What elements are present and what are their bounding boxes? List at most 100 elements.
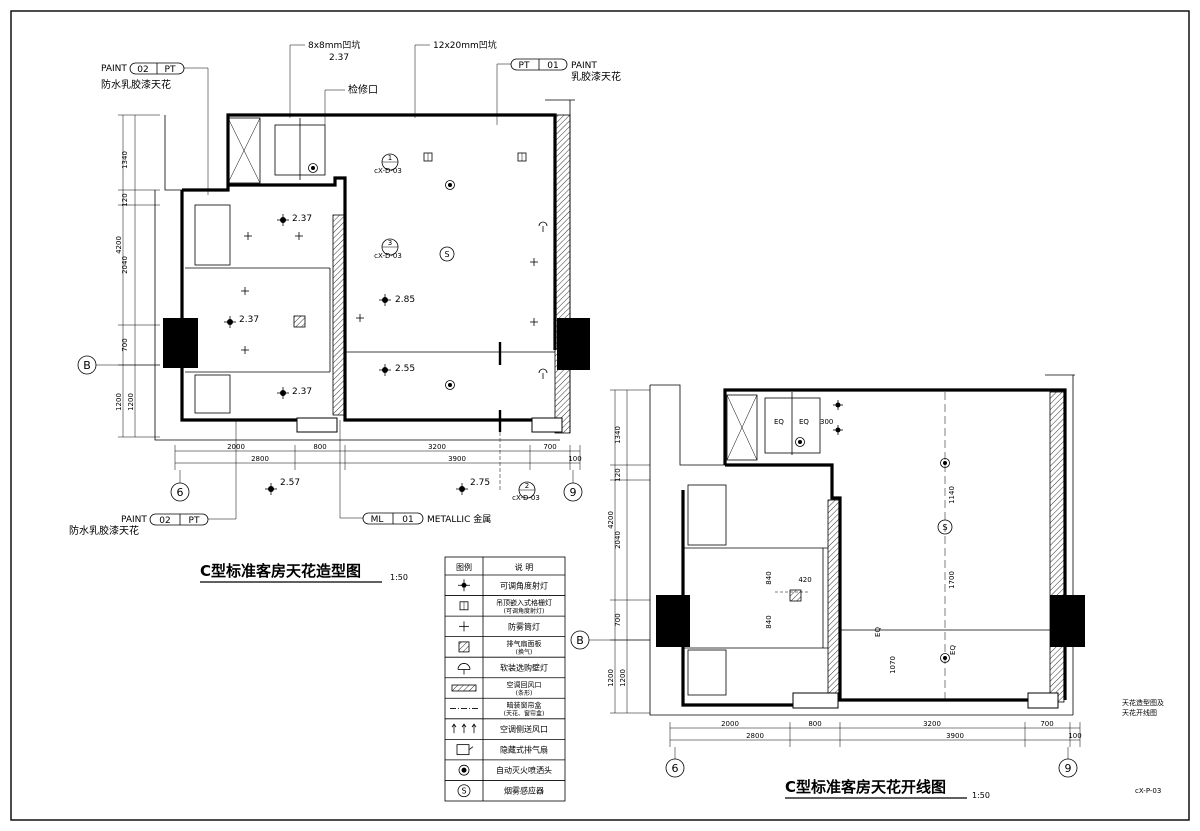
svg-text:PAINT: PAINT: [571, 61, 597, 71]
ac-return-vent-icon: [451, 684, 477, 692]
adjustable-spotlight-icon: [833, 400, 843, 410]
column: [557, 318, 590, 370]
access-panel: [764, 397, 821, 454]
column: [1050, 595, 1085, 647]
closet-box: [227, 117, 261, 184]
svg-text:PAINT: PAINT: [121, 515, 147, 525]
scale-right: 1:50: [972, 791, 990, 800]
legend-desc: 隐藏式排气扇: [500, 745, 548, 755]
exhaust-fan-grille-icon: [458, 641, 470, 653]
svg-text:乳胶漆天花: 乳胶漆天花: [571, 70, 621, 83]
sprinkler-icon: [458, 764, 470, 776]
sheet-code: cX-P-03: [1135, 787, 1161, 795]
exhaust-fan-grille-icon: [293, 315, 306, 328]
svg-text:2000: 2000: [227, 443, 245, 451]
svg-text:8x8mm凹坑: 8x8mm凹坑: [308, 39, 360, 51]
legend-desc: 烟雾感应器: [504, 786, 544, 796]
dims-vertical-right: 1340 120 4200 2040 700 1200 1200: [607, 389, 650, 714]
adjustable-spotlight-icon: [265, 483, 277, 495]
outer-wall-line: [154, 190, 560, 441]
inner-dim: 840: [765, 615, 773, 628]
adjustable-spotlight-icon: [277, 387, 289, 399]
drawing-title-left: C型标准客房天花造型图: [200, 562, 361, 580]
svg-text:100: 100: [1068, 732, 1081, 740]
plan-right: S 840 840 420 1140 1700 1070 EQ EQ EQ EQ…: [570, 374, 1164, 800]
legend-desc: 排气扇面板: [507, 639, 542, 648]
recessed-grille-light-icon: [423, 152, 433, 162]
plan-left: S 1 cX-D-03 3cX-D-03 2cX-D-03 2.37 2.37 2…: [69, 39, 621, 583]
legend-row: 可调角度射灯: [458, 579, 548, 592]
note-groove-12: 12x20mm凹坑: [414, 39, 497, 118]
inner-dim: 1140: [948, 486, 956, 504]
sheet-border: [10, 10, 1190, 821]
smoke-detector-icon: S: [439, 246, 455, 262]
svg-text:700: 700: [1040, 720, 1053, 728]
grid-axis-6: 6: [170, 470, 190, 502]
fog-proof-light-icon: [459, 621, 469, 632]
inner-dim: 1070: [889, 656, 897, 674]
svg-text:12x20mm凹坑: 12x20mm凹坑: [433, 39, 497, 51]
note-access: 检修口: [324, 83, 378, 125]
legend-desc: 可调角度射灯: [500, 580, 548, 590]
note-groove-8: 8x8mm凹坑: [289, 39, 360, 118]
wardrobe: [687, 484, 727, 546]
svg-text:cX-D-03: cX-D-03: [374, 252, 402, 260]
svg-text:4200: 4200: [607, 511, 615, 529]
drawing-title-right: C型标准客房天花开线图: [785, 778, 946, 796]
dims-vertical-left: 1340 120 4200 2040 700 1200 1200: [115, 114, 160, 438]
column: [163, 318, 198, 368]
svg-text:3900: 3900: [946, 732, 964, 740]
sprinkler-icon: [940, 458, 950, 468]
level-tag: 2.37: [239, 315, 259, 325]
grid-axis-9: 9: [563, 470, 583, 502]
svg-text:700: 700: [121, 338, 129, 351]
svg-text:S: S: [461, 787, 466, 796]
legend-row: 隐藏式排气扇: [445, 738, 565, 756]
wall-outline-left: [681, 490, 795, 707]
adjustable-spotlight-icon: [458, 579, 470, 592]
fog-proof-light-icon: [241, 346, 249, 354]
svg-text:700: 700: [543, 443, 556, 451]
closet-diagonal: [726, 394, 758, 461]
wall-outline-left: [180, 190, 300, 422]
wall-hatch-right: [1049, 391, 1065, 703]
legend-row: 自动灭火喷洒头: [445, 759, 565, 776]
legend-desc: 软装选购壁灯: [500, 662, 548, 672]
svg-text:01: 01: [547, 61, 558, 71]
smoke-detector-icon: S: [457, 784, 471, 798]
svg-text:cX-D-03: cX-D-03: [512, 494, 540, 502]
svg-text:100: 100: [568, 455, 581, 463]
column: [656, 595, 690, 647]
sprinkler-icon: [445, 380, 455, 390]
wall-outline-top: [723, 388, 1067, 700]
svg-text:1200: 1200: [115, 393, 123, 411]
column-base: [531, 417, 563, 433]
legend-sub: (条形): [516, 689, 533, 697]
inner-dim: 1700: [948, 571, 956, 589]
grid-axis-b: B: [570, 630, 650, 650]
legend-sub: (天花、窗帘盒): [504, 710, 545, 718]
svg-text:9: 9: [1065, 762, 1072, 775]
wall-hatch-mid: [827, 499, 841, 696]
section-mark-3: 3cX-D-03: [374, 238, 402, 260]
level-tag: 2.85: [395, 295, 415, 305]
outer-wall-line: [649, 385, 1073, 716]
smoke-detector-icon: S: [937, 519, 953, 535]
sprinkler-icon: [445, 180, 455, 190]
svg-text:1: 1: [388, 154, 392, 162]
inner-dim: EQ: [949, 645, 957, 655]
scale-left: 1:50: [390, 573, 408, 582]
wardrobe: [194, 374, 231, 414]
svg-text:700: 700: [614, 613, 622, 626]
callout-paint-02-top: PAINT 02 PT 防水乳胶漆天花: [101, 62, 209, 195]
svg-text:ML: ML: [371, 515, 384, 525]
section-mark-2: 2cX-D-03: [512, 481, 540, 502]
svg-text:图例: 图例: [456, 562, 472, 572]
adjustable-spotlight-icon: [379, 294, 391, 306]
legend-row: 软装选购壁灯: [445, 656, 565, 675]
svg-text:9: 9: [570, 486, 577, 499]
inner-dim: 300: [820, 418, 833, 426]
svg-text:PT: PT: [165, 65, 176, 75]
level-tag: 2.37: [292, 214, 312, 224]
